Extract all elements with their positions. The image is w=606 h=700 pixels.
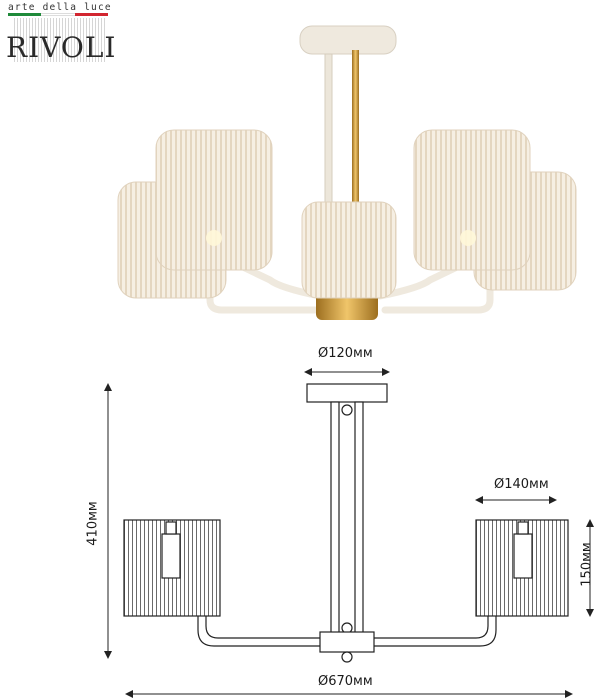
brand-decoration xyxy=(14,18,106,62)
label-shade-height: 150мм xyxy=(579,542,595,587)
label-canopy-diameter: Ø120мм xyxy=(318,346,373,361)
label-total-height: 410мм xyxy=(85,501,101,546)
italian-flag-stripe xyxy=(8,13,108,16)
product-photo xyxy=(117,25,577,320)
technical-drawing xyxy=(104,368,594,698)
lampshade-front-right xyxy=(413,129,531,271)
brand-tagline: arte della luce xyxy=(8,2,112,13)
lampshade-front-left xyxy=(155,129,273,271)
brand-name: RIVOLI xyxy=(6,31,117,64)
label-total-diameter: Ø670мм xyxy=(318,674,373,689)
lampshade-center xyxy=(301,201,397,299)
brand-logo: arte della luce RIVOLI xyxy=(4,2,117,68)
label-shade-diameter: Ø140мм xyxy=(494,477,549,492)
